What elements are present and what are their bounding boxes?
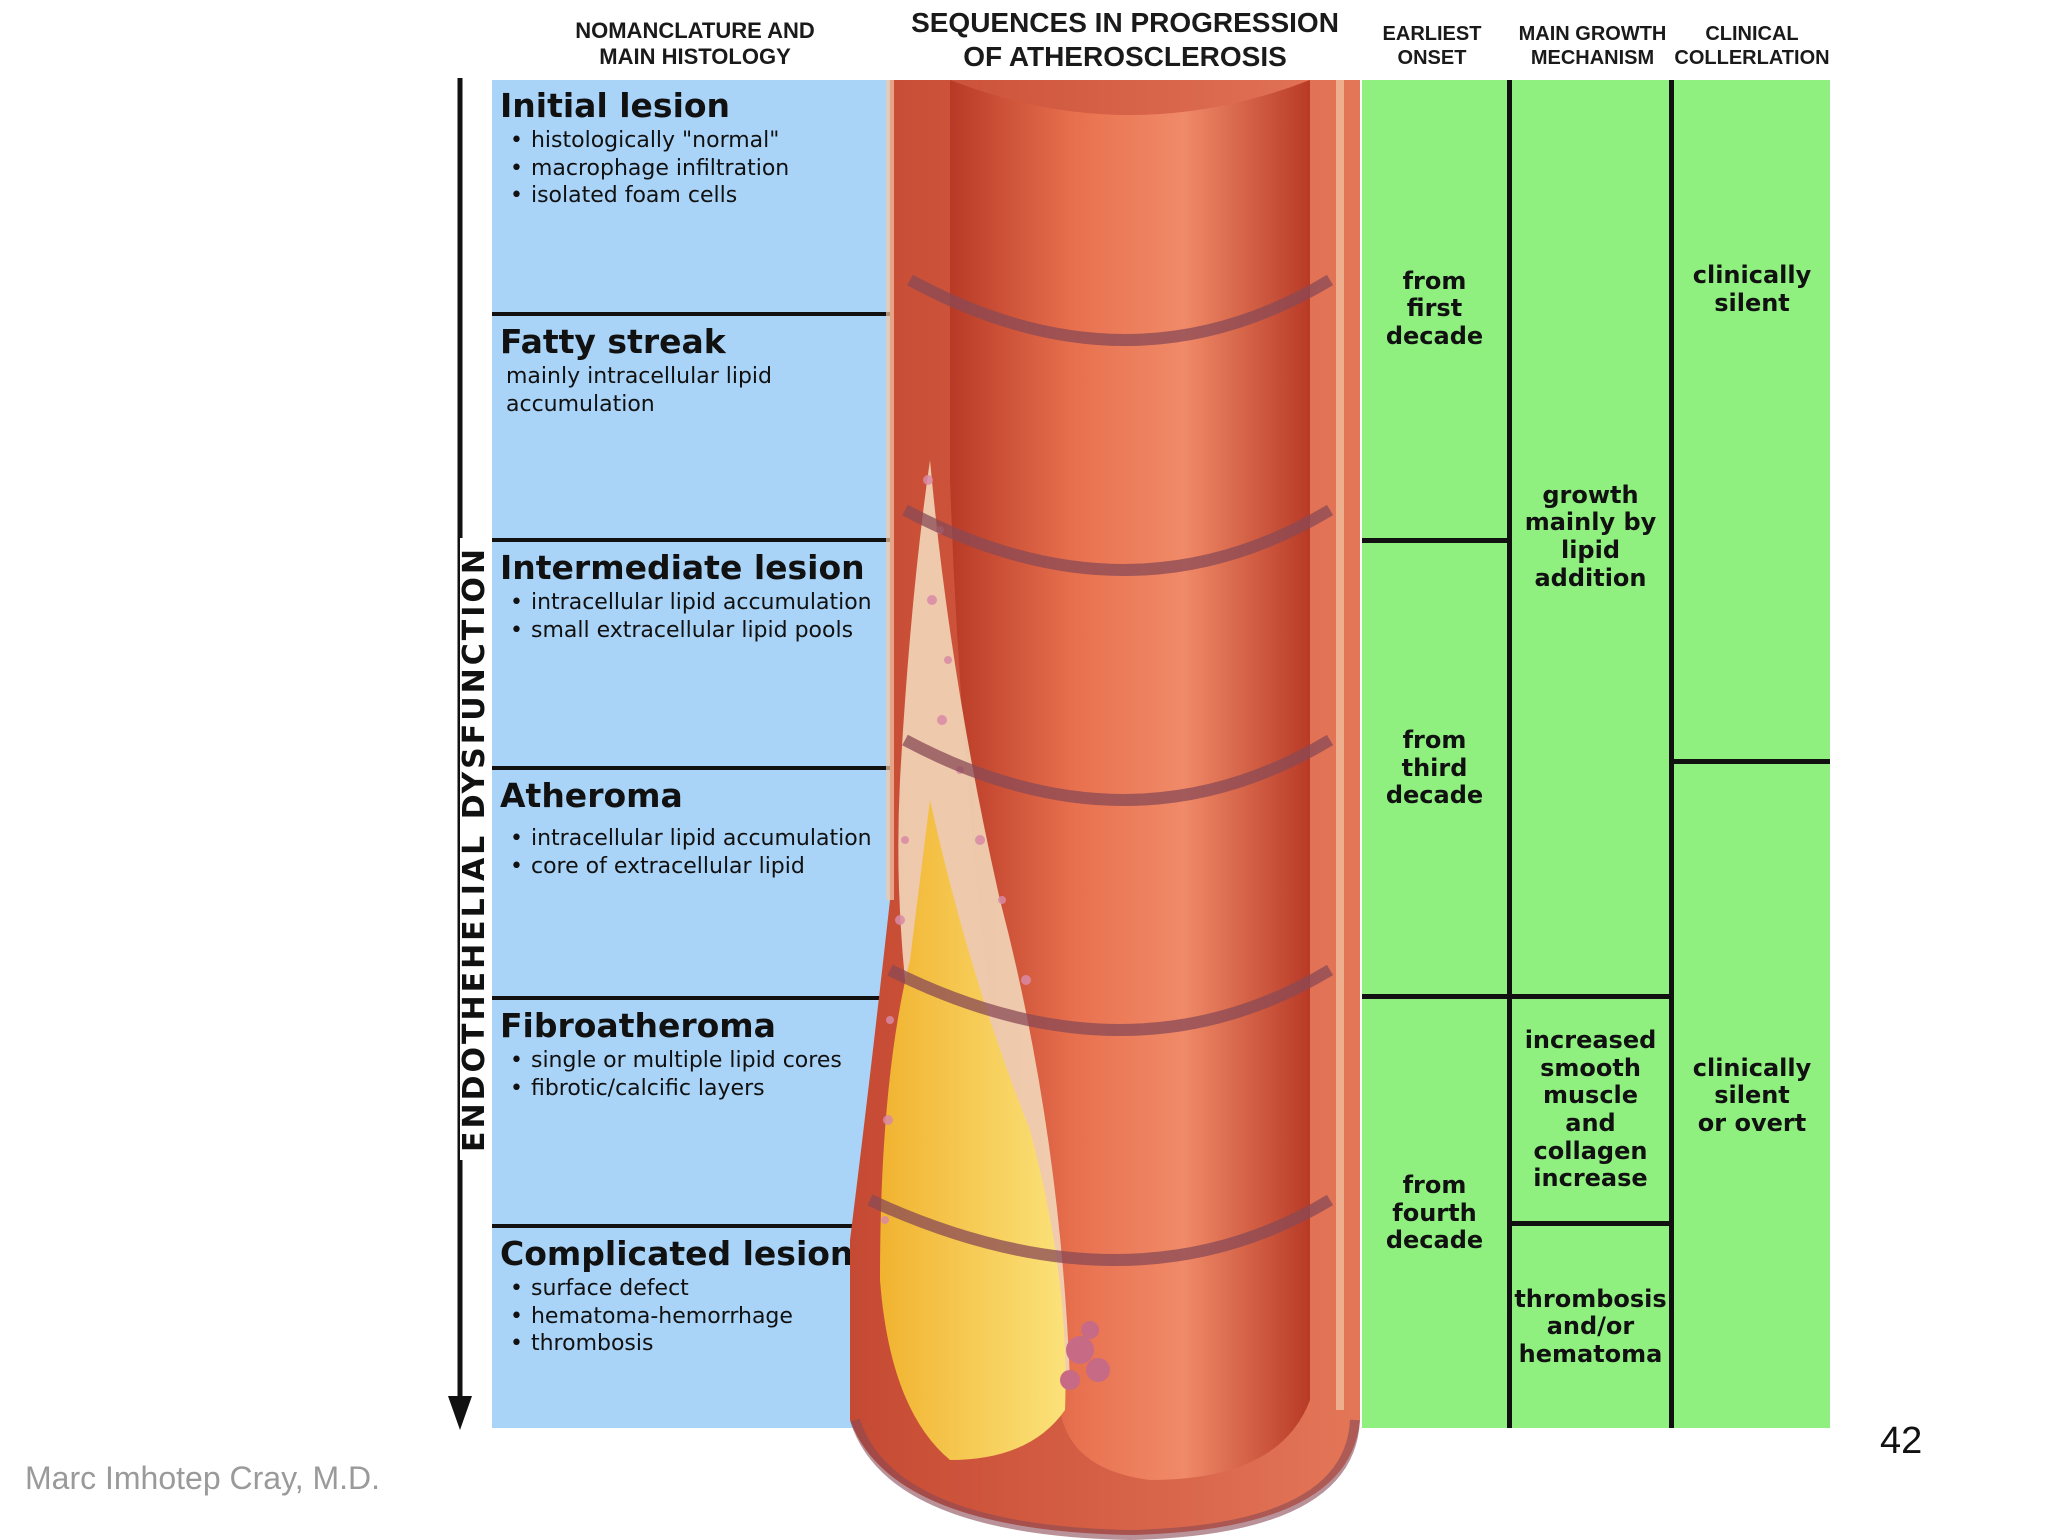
clinical-label: clinically silent or overt <box>1692 1053 1812 1137</box>
stage-bullet: hematoma-hemorrhage <box>510 1303 889 1331</box>
header-clinical: CLINICAL COLLERLATION <box>1674 23 1830 69</box>
stage-intermediate-lesion: Intermediate lesion intracellular lipid … <box>492 542 897 766</box>
stage-fatty-streak: Fatty streak mainly intracellular lipid … <box>492 316 897 538</box>
stage-divider <box>492 1224 897 1228</box>
clinical-silent-or-overt: clinically silent or overt <box>1674 764 1830 1428</box>
stage-bullet: single or multiple lipid cores <box>510 1047 889 1075</box>
stage-bullet: macrophage infiltration <box>510 155 889 183</box>
stage-atheroma: Atheroma intracellular lipid accumulatio… <box>492 770 897 996</box>
stage-bullet: core of extracellular lipid <box>510 853 889 881</box>
growth-label: increased smooth muscle and collagen inc… <box>1524 1026 1657 1193</box>
stage-bullet: intracellular lipid accumulation <box>510 825 889 853</box>
stage-title: Atheroma <box>500 776 683 815</box>
stage-divider <box>492 996 897 1000</box>
growth-label: thrombosis and/or hematoma <box>1514 1284 1667 1368</box>
stage-title: Complicated lesion <box>500 1234 854 1273</box>
grid-line <box>1512 1221 1669 1226</box>
stage-bullet: histologically "normal" <box>510 127 889 155</box>
header-onset: EARLIEST ONSET <box>1382 23 1482 69</box>
stage-bullet: isolated foam cells <box>510 182 889 210</box>
grid-line <box>1674 759 1830 764</box>
stage-description: mainly intracellular lipid accumulation <box>506 364 772 417</box>
stage-complicated-lesion: Complicated lesion surface defect hemato… <box>492 1228 897 1428</box>
onset-fourth-decade: from fourth decade <box>1362 999 1507 1428</box>
clinical-silent: clinically silent <box>1674 80 1830 759</box>
artery-illustration <box>850 80 1360 1540</box>
growth-label: growth mainly by lipid addition <box>1524 480 1657 592</box>
onset-label: from first decade <box>1385 266 1484 350</box>
stage-bullet: surface defect <box>510 1275 889 1303</box>
growth-smooth-muscle-collagen: increased smooth muscle and collagen inc… <box>1512 999 1669 1221</box>
growth-thrombosis-hematoma: thrombosis and/or hematoma <box>1512 1226 1669 1428</box>
header-nomenclature: NOMANCLATURE AND MAIN HISTOLOGY <box>575 18 815 70</box>
grid-line <box>1669 80 1674 1428</box>
stage-title: Intermediate lesion <box>500 548 865 587</box>
growth-lipid-addition: growth mainly by lipid addition <box>1512 80 1669 994</box>
stage-bullet: small extracellular lipid pools <box>510 617 889 645</box>
stage-divider <box>492 312 897 316</box>
stage-fibroatheroma: Fibroatheroma single or multiple lipid c… <box>492 1000 897 1224</box>
onset-label: from fourth decade <box>1385 1171 1484 1255</box>
stage-title: Initial lesion <box>500 86 731 125</box>
grid-line <box>1362 994 1674 999</box>
side-label: ENDOTHEHELIAL DYSFUNCTION <box>457 538 492 1160</box>
stage-divider <box>492 766 897 770</box>
onset-third-decade: from third decade <box>1362 543 1507 994</box>
stage-bullet: intracellular lipid accumulation <box>510 589 889 617</box>
stage-bullet: thrombosis <box>510 1330 889 1358</box>
clinical-label: clinically silent <box>1692 260 1812 317</box>
onset-first-decade: from first decade <box>1362 80 1507 538</box>
stage-divider <box>492 538 897 542</box>
stage-initial-lesion: Initial lesion histologically "normal" m… <box>492 80 897 312</box>
grid-line <box>1507 80 1512 1428</box>
stage-title: Fibroatheroma <box>500 1006 776 1045</box>
stage-title: Fatty streak <box>500 322 726 361</box>
grid-line <box>1362 538 1507 543</box>
author-credit: Marc Imhotep Cray, M.D. <box>25 1460 381 1496</box>
header-growth: MAIN GROWTH MECHANISM <box>1518 23 1667 69</box>
page-number: 42 <box>1880 1420 1923 1462</box>
stage-bullet: fibrotic/calcific layers <box>510 1075 889 1103</box>
header-sequences: SEQUENCES IN PROGRESSION OF ATHEROSCLERO… <box>911 7 1339 72</box>
onset-label: from third decade <box>1385 726 1484 810</box>
